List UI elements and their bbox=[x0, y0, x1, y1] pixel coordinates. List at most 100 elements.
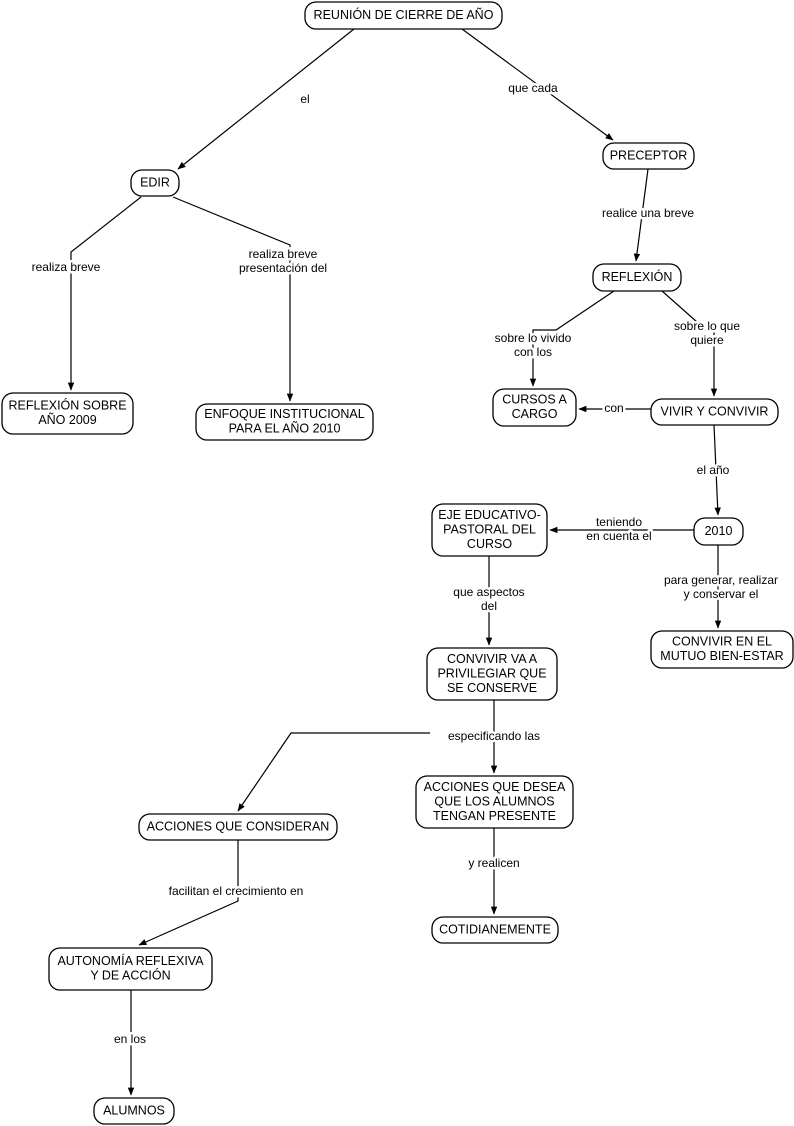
edge-label-text: el bbox=[300, 92, 309, 106]
edge-reflexion-to-cursos bbox=[529, 290, 615, 387]
edge-label-text: que cada bbox=[508, 81, 558, 95]
node-label-desea: ACCIONES QUE DESEA bbox=[424, 780, 566, 794]
node-box-cotidiana[interactable] bbox=[431, 916, 559, 944]
node-label-convivirbe: MUTUO BIEN-ESTAR bbox=[660, 649, 783, 663]
node-box-consideran[interactable] bbox=[138, 813, 338, 841]
edge-label-halo: en los bbox=[114, 1032, 146, 1046]
node-label-eje: CURSO bbox=[467, 537, 512, 551]
edge-label-text: y realicen bbox=[468, 856, 519, 870]
node-alumnos[interactable]: ALUMNOS bbox=[93, 1097, 175, 1125]
node-preceptor[interactable]: PRECEPTOR bbox=[602, 142, 695, 170]
edge-label-halo: con bbox=[604, 401, 623, 415]
edge-label-halo: que cada bbox=[508, 81, 558, 95]
node-box-cursos[interactable] bbox=[492, 388, 577, 427]
edge-label-text: con los bbox=[514, 345, 552, 359]
edge-edir-to-refl2009 bbox=[67, 196, 142, 391]
edge-label-text: quiere bbox=[690, 333, 724, 347]
node-box-refl2009[interactable] bbox=[1, 392, 134, 435]
edge-label-text: que aspectos bbox=[453, 585, 524, 599]
node-label-convivirbe: CONVIVIR EN EL bbox=[672, 635, 772, 649]
node-label-alumnos: ALUMNOS bbox=[103, 1103, 165, 1117]
node-label-privilegiar: CONVIVIR VA A bbox=[447, 652, 538, 666]
edge-label-text: del bbox=[481, 599, 497, 613]
node-box-eje[interactable] bbox=[431, 503, 548, 557]
edge-label-halo: realice una breve bbox=[602, 206, 694, 220]
node-reflexion[interactable]: REFLEXIÓN bbox=[592, 263, 682, 292]
edge-reunion-to-preceptor bbox=[461, 28, 614, 141]
node-label-cotidiana: COTIDIANEMENTE bbox=[439, 922, 551, 936]
node-box-alumnos[interactable] bbox=[93, 1097, 175, 1125]
node-label-autonomia: AUTONOMÍA REFLEXIVA bbox=[57, 953, 204, 968]
node-box-anio2010[interactable] bbox=[693, 517, 744, 546]
node-label-privilegiar: PRIVILEGIAR QUE bbox=[437, 666, 546, 680]
node-box-reunion[interactable] bbox=[304, 1, 503, 30]
edge-label-halo: y realicen bbox=[468, 856, 519, 870]
node-box-preceptor[interactable] bbox=[602, 142, 695, 170]
node-label-refl2009: REFLEXIÓN SOBRE bbox=[8, 398, 126, 413]
edges-layer bbox=[67, 28, 722, 1096]
edge-label-text: realice una breve bbox=[602, 206, 694, 220]
node-box-reflexion[interactable] bbox=[592, 263, 682, 292]
edge-label-halo: con los bbox=[514, 345, 552, 359]
node-cotidiana[interactable]: COTIDIANEMENTE bbox=[431, 916, 559, 944]
node-reunion[interactable]: REUNIÓN DE CIERRE DE AÑO bbox=[304, 1, 503, 30]
node-consideran[interactable]: ACCIONES QUE CONSIDERAN bbox=[138, 813, 338, 841]
node-box-edir[interactable] bbox=[130, 169, 180, 197]
node-label-desea: TENGAN PRESENTE bbox=[433, 809, 556, 823]
node-box-privilegiar[interactable] bbox=[426, 647, 558, 701]
edge-label-text: presentación del bbox=[239, 261, 327, 275]
edge-label-halo: que aspectos bbox=[453, 585, 524, 599]
edge-label-halo: realiza breve bbox=[32, 260, 101, 274]
node-anio2010[interactable]: 2010 bbox=[693, 517, 744, 546]
node-label-cursos: CARGO bbox=[512, 407, 558, 421]
edge-edir-to-enfoque bbox=[172, 196, 294, 402]
edge-reunion-to-edir bbox=[177, 28, 355, 170]
node-label-eje: PASTORAL DEL bbox=[443, 522, 536, 536]
edge-vivir-to-anio2010 bbox=[713, 424, 721, 516]
node-label-privilegiar: SE CONSERVE bbox=[447, 681, 537, 695]
node-label-vivir: VIVIR Y CONVIVIR bbox=[661, 404, 769, 418]
node-box-convivirbe[interactable] bbox=[650, 630, 794, 669]
node-label-consideran: ACCIONES QUE CONSIDERAN bbox=[147, 819, 330, 833]
node-box-desea[interactable] bbox=[415, 775, 574, 829]
edge-label-text: teniendo bbox=[596, 515, 642, 529]
edge-label-halo: para generar, realizar bbox=[664, 573, 778, 587]
edge-preceptor-to-reflexion bbox=[633, 168, 649, 262]
edge-privilegiar-to-consideran bbox=[237, 732, 430, 812]
edge-label-halo: sobre lo vivido bbox=[495, 331, 572, 345]
node-label-cursos: CURSOS A bbox=[502, 393, 567, 407]
node-edir[interactable]: EDIR bbox=[130, 169, 180, 197]
edge-label-halo: el bbox=[300, 92, 309, 106]
node-vivir[interactable]: VIVIR Y CONVIVIR bbox=[650, 398, 779, 426]
edge-label-text: en los bbox=[114, 1032, 146, 1046]
node-box-enfoque[interactable] bbox=[195, 403, 374, 441]
edge-label-halo: en cuenta el bbox=[586, 529, 651, 543]
node-box-autonomia[interactable] bbox=[48, 947, 213, 991]
node-box-vivir[interactable] bbox=[650, 398, 779, 426]
node-label-preceptor: PRECEPTOR bbox=[610, 148, 688, 162]
edge-label-halo: sobre lo que bbox=[674, 319, 740, 333]
